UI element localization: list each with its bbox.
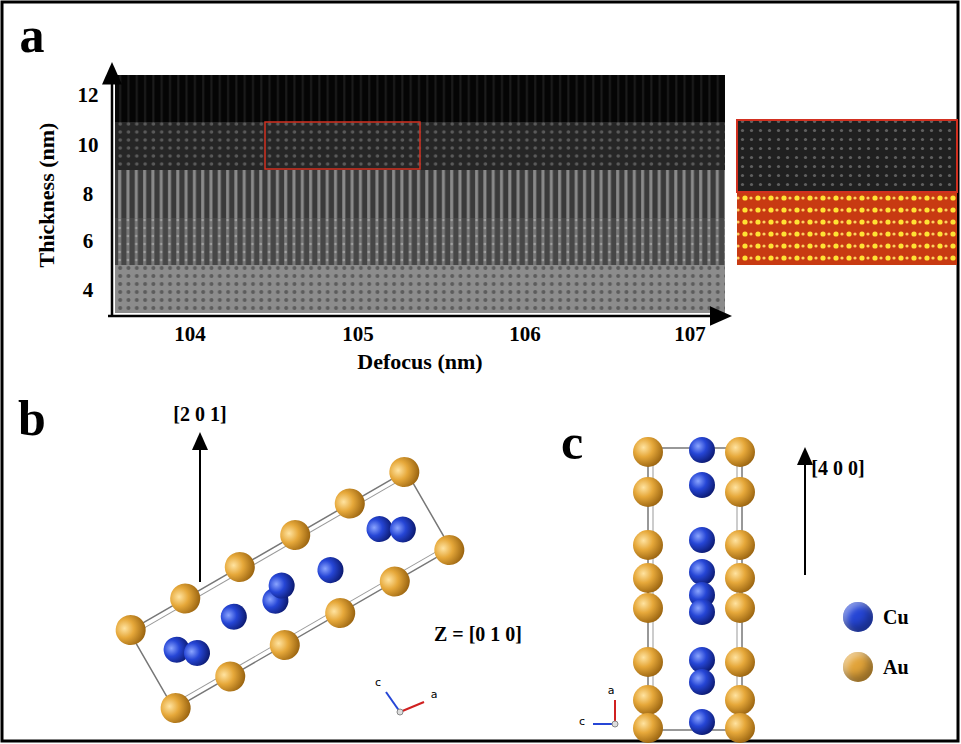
zone-axis-label: Z = [0 1 0] xyxy=(434,624,522,644)
axis-letter: a xyxy=(431,689,438,700)
tick-label: 10 xyxy=(78,135,99,156)
tick-label: 8 xyxy=(83,184,94,205)
atom-swatch xyxy=(843,652,873,682)
panel-letter: c xyxy=(561,417,583,467)
tick-label: 107 xyxy=(674,324,706,345)
tick-label: 104 xyxy=(174,324,206,345)
tick-label: 105 xyxy=(342,324,374,345)
axis-letter: c xyxy=(375,677,381,688)
legend-item: Au xyxy=(843,652,909,682)
atom-swatch xyxy=(843,602,873,632)
legend-text: Cu xyxy=(883,606,909,629)
tick-label: 12 xyxy=(78,85,99,106)
legend-text: Au xyxy=(883,656,909,679)
tick-label: 4 xyxy=(83,280,94,301)
tick-label: 6 xyxy=(83,231,94,252)
panel-letter: b xyxy=(18,393,46,443)
legend-item: Cu xyxy=(843,602,909,632)
panel-letter: a xyxy=(20,10,45,60)
tick-label: 106 xyxy=(509,324,541,345)
direction-label: [4 0 0] xyxy=(811,458,864,478)
direction-label: [2 0 1] xyxy=(173,404,226,424)
axis-letter: a xyxy=(608,685,615,696)
axis-title: Defocus (nm) xyxy=(357,351,482,373)
axis-letter: c xyxy=(579,716,585,727)
axis-title: Thickness (nm) xyxy=(36,123,58,268)
